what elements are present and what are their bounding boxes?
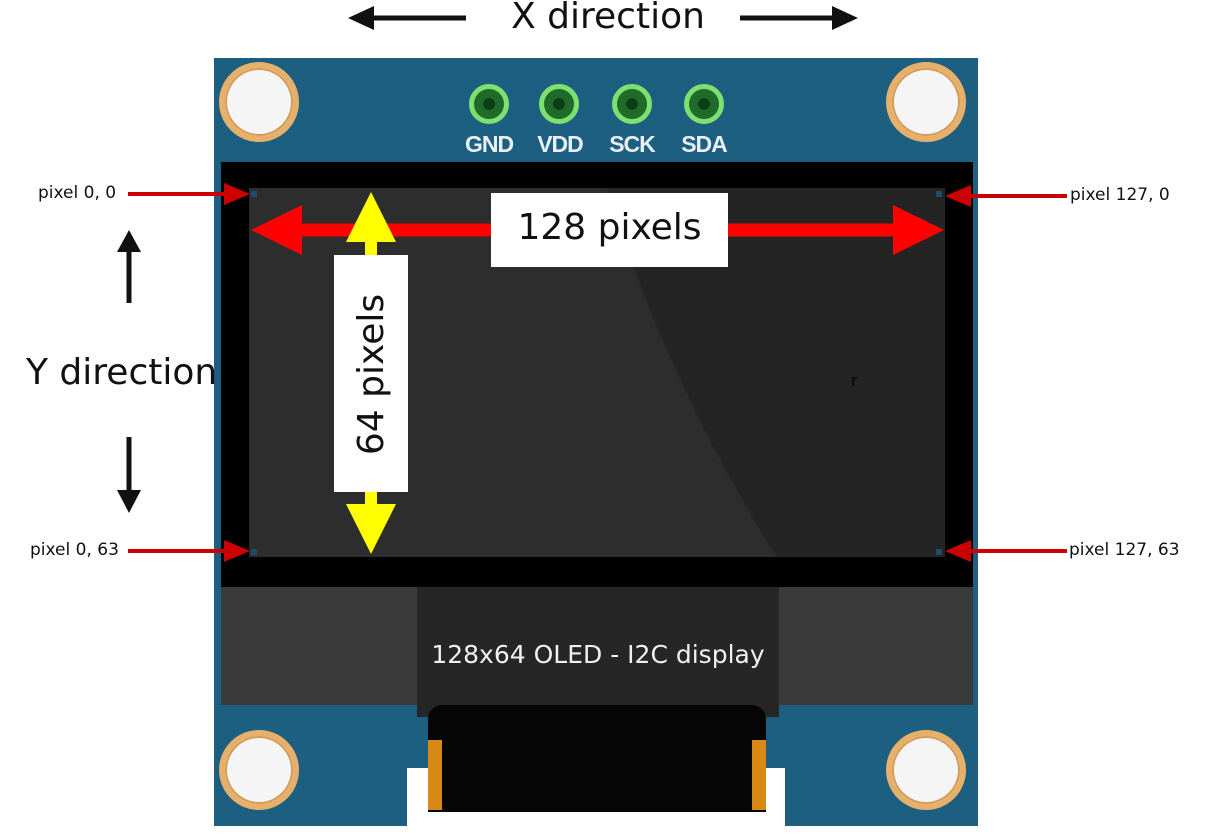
pointer-bottom-right [945,540,1067,562]
pin-label-vdd: VDD [537,131,584,157]
pin-vdd [539,84,579,124]
x-direction-arrows [348,6,858,30]
label-pixel-bottom-right: pixel 127, 63 [1069,540,1180,560]
stray-character: r [851,371,858,390]
mounting-hole-top-right [886,62,966,142]
pointer-bottom-left [128,540,250,562]
label-pixel-bottom-left: pixel 0, 63 [30,540,119,560]
ribbon-tape-left [428,740,442,810]
pin-sda [684,84,724,124]
pin-label-gnd: GND [464,131,514,157]
arrow-up-icon [117,230,141,303]
arrow-down-icon [117,437,141,513]
pin-gnd [469,84,509,124]
width-label-box: 128 pixels [491,193,728,267]
display-caption: 128x64 OLED - I2C display [431,640,765,669]
height-label-box: 64 pixels [334,255,408,492]
width-label: 128 pixels [517,207,702,248]
pointer-top-left [128,183,250,205]
ribbon-cable [417,587,779,717]
pin-sck [612,84,652,124]
corner-pixel-top-right [936,191,942,197]
mounting-hole-top-left [219,62,299,142]
y-direction-label: Y direction [26,352,218,393]
corner-pixel-top-left [251,191,257,197]
ribbon-connector [428,705,766,812]
height-label: 64 pixels [351,293,392,456]
x-direction-label: X direction [511,0,705,37]
corner-pixel-bottom-left [251,549,257,555]
mounting-hole-bottom-left [219,730,299,810]
pointer-top-right [945,185,1067,207]
arrow-right-icon [740,6,858,30]
label-pixel-top-right: pixel 127, 0 [1070,185,1170,205]
mounting-hole-bottom-right [886,730,966,810]
pin-label-sda: SDA [681,131,728,157]
corner-pixel-bottom-right [936,549,942,555]
arrow-left-icon [348,6,466,30]
pin-label-sck: SCK [609,131,656,157]
label-pixel-top-left: pixel 0, 0 [38,183,117,203]
ribbon-tape-right [752,740,766,810]
